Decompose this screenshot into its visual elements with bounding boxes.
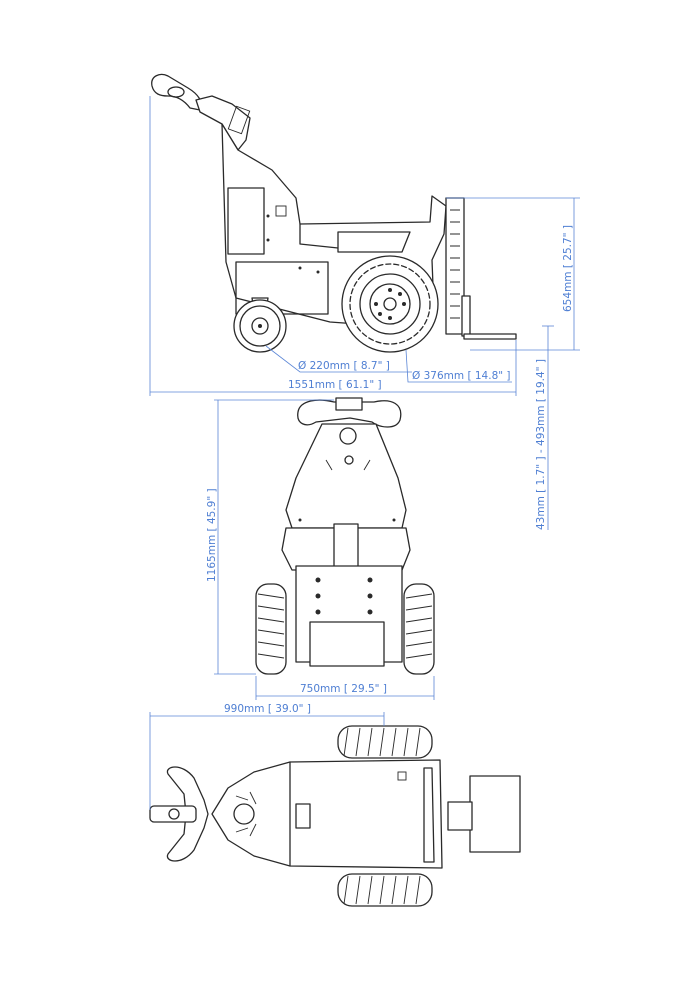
small-wheel-dimension: Ø 220mm [ 8.7" ] — [298, 360, 390, 372]
large-wheel-dimension: Ø 376mm [ 14.8" ] — [412, 370, 511, 382]
hitch-plate — [463, 333, 517, 340]
rivet — [266, 214, 270, 218]
dimension-lines — [149, 96, 580, 810]
small-caster-wheel — [233, 297, 287, 353]
rivet — [392, 518, 396, 522]
handle-to-axle-dimension: 990mm [ 39.0" ] — [224, 703, 311, 715]
tiller-handle-grip — [151, 73, 202, 111]
rivet — [298, 266, 302, 270]
hitch-post-holes — [450, 209, 460, 319]
hitch-bracket — [461, 295, 471, 337]
top-view — [149, 725, 521, 907]
frame-height-dimension: 654mm [ 25.7" ] — [562, 225, 574, 312]
bolt — [315, 609, 321, 615]
right-tire-tread — [405, 593, 433, 659]
bolt — [315, 593, 321, 599]
bolt — [367, 593, 373, 599]
top-tiller-arm — [149, 805, 197, 823]
wheel-track-dimension: 750mm [ 29.5" ] — [300, 683, 387, 695]
top-main-body — [211, 759, 443, 869]
rivet — [316, 270, 320, 274]
tiller-pivot — [339, 427, 357, 445]
front-view — [255, 397, 435, 675]
overall-width-span-dimension: 1165mm [ 45.9" ] — [206, 488, 218, 582]
body-crease — [299, 223, 339, 249]
front-vents — [325, 459, 371, 471]
tiller-control-box — [227, 105, 251, 135]
bolt — [367, 609, 373, 615]
left-tire-tread — [257, 593, 285, 659]
overall-length-dimension: 1551mm [ 61.1" ] — [288, 379, 382, 391]
hitch-height-range-dimension: 43mm [ 1.7" ] - 493mm [ 19.4" ] — [535, 359, 547, 530]
handle-grip-hole — [167, 86, 185, 98]
large-drive-wheel — [341, 255, 439, 353]
top-charge-port — [295, 803, 311, 829]
handle-hub — [335, 397, 363, 411]
top-tiller-pivot — [233, 803, 255, 825]
side-view — [151, 73, 517, 353]
top-vents — [235, 791, 257, 837]
side-vent-slot — [337, 231, 411, 253]
rivet — [298, 518, 302, 522]
bolt — [315, 577, 321, 583]
headlight — [344, 455, 354, 465]
front-upper-body — [285, 423, 407, 529]
front-base-plate — [309, 621, 385, 667]
hitch-post — [445, 197, 465, 335]
top-tire-upper-tread — [343, 727, 421, 757]
top-rear-bumper — [423, 767, 435, 863]
top-tire-upper — [337, 725, 433, 759]
top-tire-lower-tread — [343, 875, 421, 905]
top-hitch-mount — [447, 801, 473, 831]
top-indicator — [397, 771, 407, 781]
bolt — [367, 577, 373, 583]
top-tire-lower — [337, 873, 433, 907]
battery-door — [227, 187, 265, 255]
rivet — [266, 238, 270, 242]
indicator-light — [275, 205, 287, 217]
tiller-arm — [195, 95, 251, 151]
top-hitch-plate — [469, 775, 521, 853]
top-grip-hub — [168, 808, 180, 820]
